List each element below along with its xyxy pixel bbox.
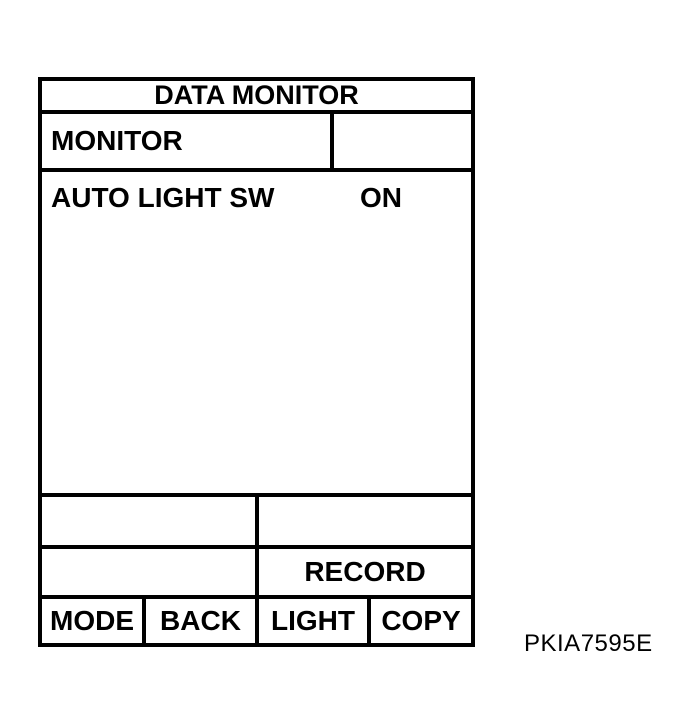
data-monitor-screen: DATA MONITOR MONITOR AUTO LIGHT SW ON RE… xyxy=(38,77,475,647)
signal-value: ON xyxy=(360,182,402,213)
monitor-status-cell xyxy=(330,114,471,168)
record-button[interactable]: RECORD xyxy=(255,549,471,595)
figure-code: PKIA7595E xyxy=(524,630,653,657)
screen-title-bar: DATA MONITOR xyxy=(42,81,471,110)
blank-cell-left xyxy=(42,497,255,545)
record-row: RECORD xyxy=(42,545,471,595)
light-button[interactable]: LIGHT xyxy=(255,599,367,643)
copy-button[interactable]: COPY xyxy=(367,599,471,643)
back-button[interactable]: BACK xyxy=(142,599,255,643)
data-monitor-list: AUTO LIGHT SW ON xyxy=(42,168,471,493)
mode-button[interactable]: MODE xyxy=(50,605,134,637)
blank-cell-right xyxy=(255,497,471,545)
blank-row xyxy=(42,493,471,545)
monitor-label: MONITOR xyxy=(51,125,183,157)
record-button-label: RECORD xyxy=(304,556,426,588)
signal-name: AUTO LIGHT SW xyxy=(51,182,275,213)
monitor-header-row: MONITOR xyxy=(42,110,471,168)
monitor-label-cell: MONITOR xyxy=(42,114,330,168)
blank-cell xyxy=(42,549,255,595)
screen-title: DATA MONITOR xyxy=(154,80,359,111)
function-key-row: MODE BACK LIGHT COPY xyxy=(42,595,471,643)
